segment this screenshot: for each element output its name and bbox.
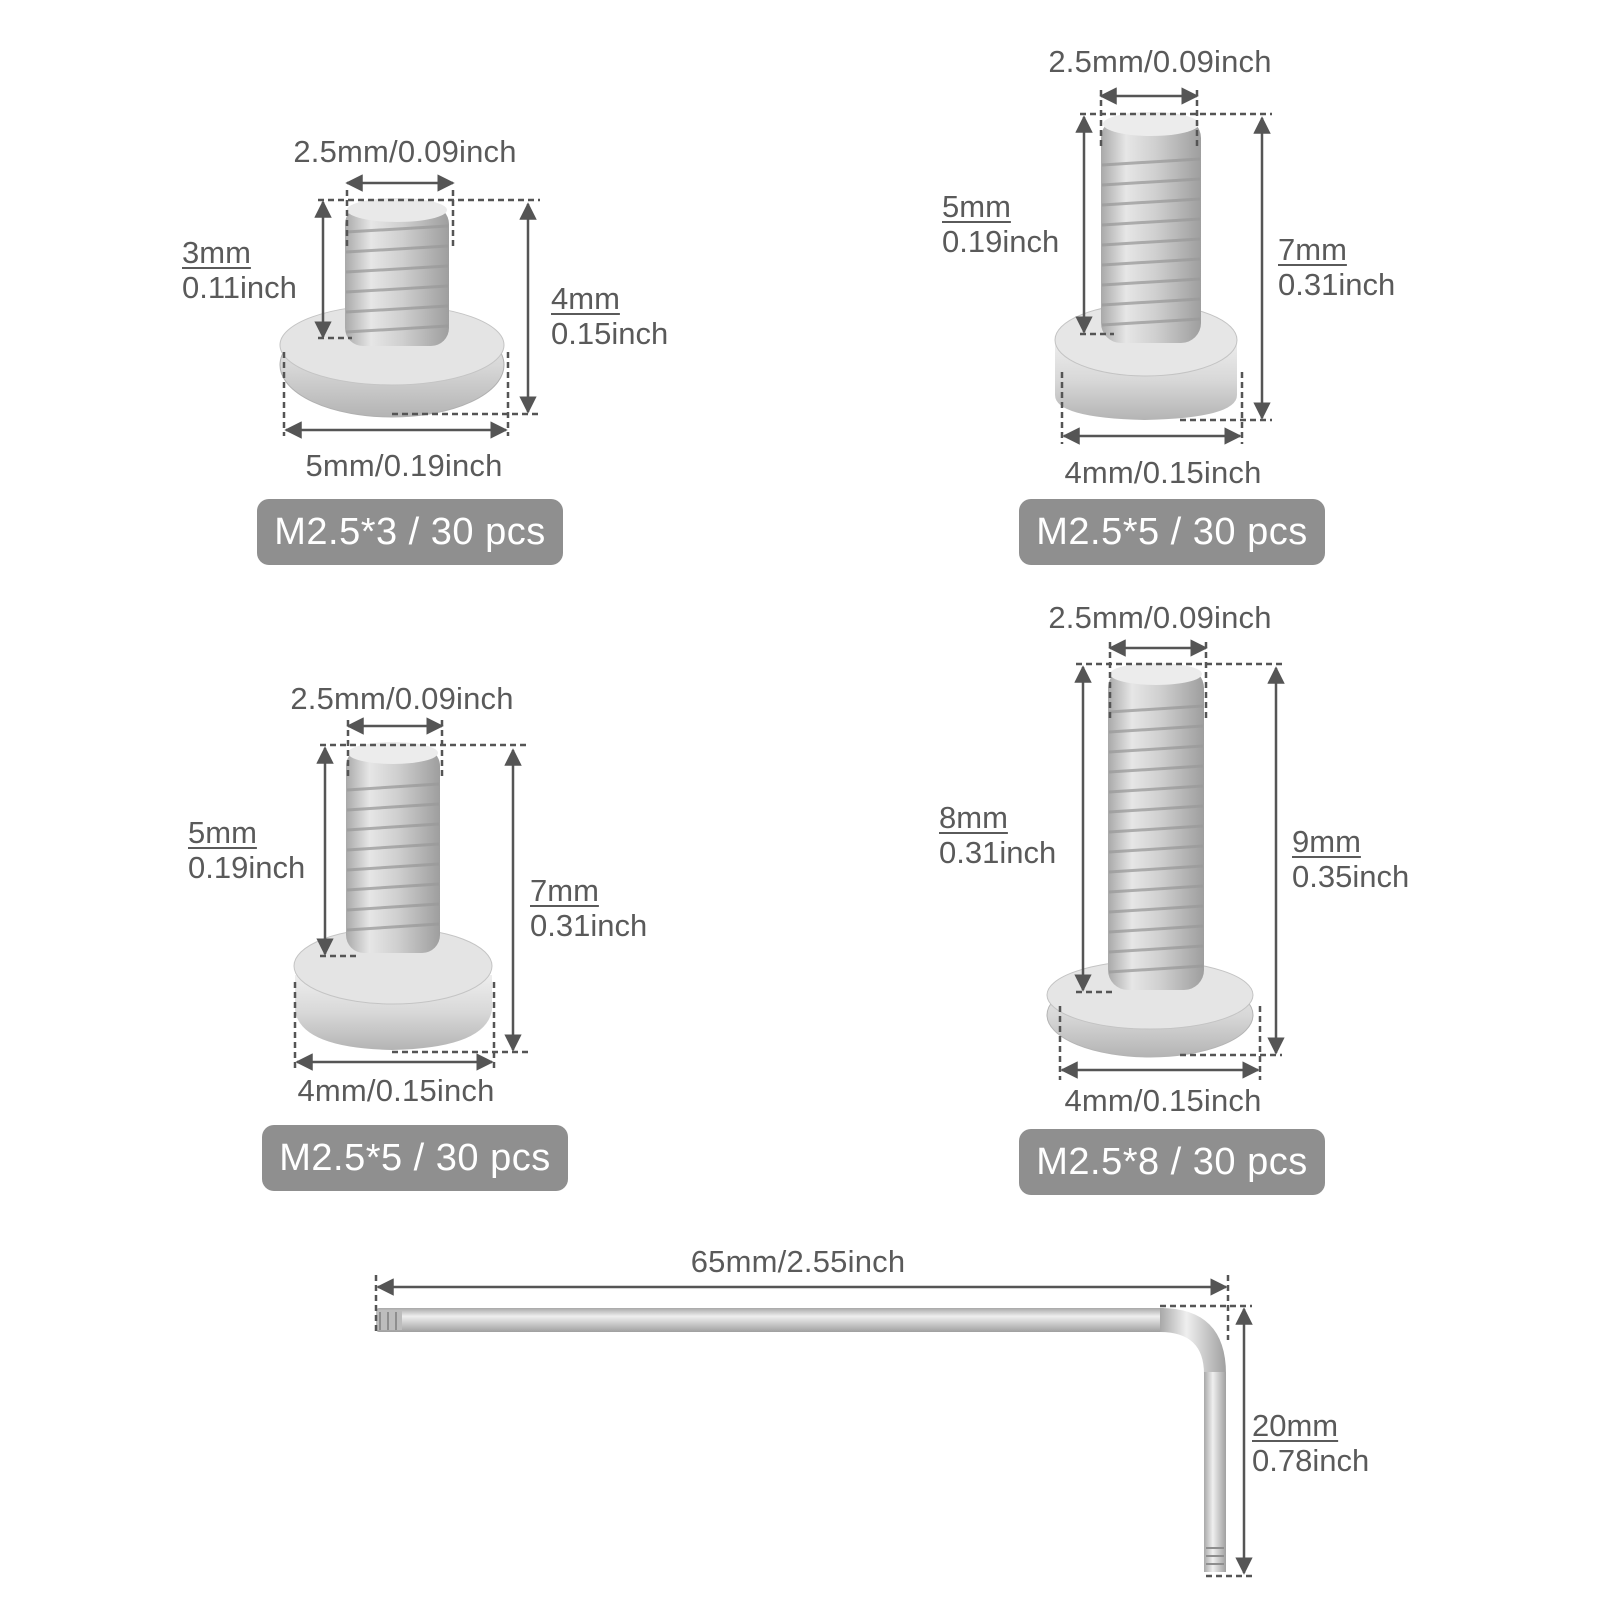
screw-1-total-length-label: 4mm 0.15inch [551, 281, 668, 351]
wrench-short-arm-inch: 0.78inch [1252, 1443, 1370, 1478]
screw-2-total-length-label: 7mm 0.31inch [1278, 232, 1395, 302]
screw-1-badge: M2.5*3 / 30 pcs [257, 499, 563, 565]
wrench-dimension-lines [374, 1275, 1253, 1578]
screw-2-total-length-mm: 7mm [1278, 232, 1347, 267]
screw-1-thread-length-inch: 0.11inch [182, 270, 297, 305]
screw-3-total-length-inch: 0.31inch [530, 908, 648, 943]
wrench-long-arm-label: 65mm/2.55inch [690, 1244, 906, 1279]
screw-4-total-length-inch: 0.35inch [1292, 859, 1410, 894]
screw-1-thread-length-mm: 3mm [182, 235, 251, 270]
screw-2-thread-width-label: 2.5mm/0.09inch [1048, 44, 1272, 79]
screw-4-head-width-label: 4mm/0.15inch [1064, 1083, 1262, 1118]
screw-1-thread-length-label: 3mm 0.11inch [182, 235, 297, 305]
screw-1-head-width-label: 5mm/0.19inch [305, 448, 503, 483]
screw-4-thread-length-inch: 0.31inch [939, 835, 1057, 870]
screw-3-total-length-label: 7mm 0.31inch [530, 873, 647, 943]
screw-3-head-width-label: 4mm/0.15inch [297, 1073, 495, 1108]
screw-1-image [279, 198, 505, 418]
screw-4-thread-length-mm: 8mm [939, 800, 1008, 835]
screw-2-thread-length-label: 5mm 0.19inch [942, 189, 1059, 259]
screw-2-dimension-lines [1060, 87, 1272, 445]
screw-3-thread-length-mm: 5mm [188, 815, 257, 850]
screw-1-dimension-lines [282, 174, 540, 439]
screw-1-total-length-inch: 0.15inch [551, 316, 669, 351]
screw-4-total-length-mm: 9mm [1292, 824, 1361, 859]
screw-3-badge: M2.5*5 / 30 pcs [262, 1125, 568, 1191]
screw-4-thread-length-label: 8mm 0.31inch [939, 800, 1056, 870]
screw-3-thread-length-label: 5mm 0.19inch [188, 815, 305, 885]
screw-2-thread-length-inch: 0.19inch [942, 224, 1060, 259]
screw-4-image [1046, 663, 1254, 1058]
screw-2-head-width-label: 4mm/0.15inch [1064, 455, 1262, 490]
screw-2-total-length-inch: 0.31inch [1278, 267, 1396, 302]
screw-2-thread-length-mm: 5mm [942, 189, 1011, 224]
screw-3-image [293, 742, 493, 1050]
torx-wrench-image [376, 1308, 1226, 1572]
screw-3-total-length-mm: 7mm [530, 873, 599, 908]
screw-1-thread-width-label: 2.5mm/0.09inch [293, 134, 517, 169]
screw-3-dimension-lines [293, 717, 528, 1071]
screw-4-thread-width-label: 2.5mm/0.09inch [1048, 600, 1272, 635]
screw-3-thread-length-inch: 0.19inch [188, 850, 306, 885]
screw-3-thread-width-label: 2.5mm/0.09inch [290, 681, 514, 716]
screw-4-total-length-label: 9mm 0.35inch [1292, 824, 1409, 894]
screw-1-total-length-mm: 4mm [551, 281, 620, 316]
wrench-short-arm-label: 20mm 0.78inch [1252, 1408, 1369, 1478]
screw-4-badge: M2.5*8 / 30 pcs [1019, 1129, 1325, 1195]
screw-2-badge: M2.5*5 / 30 pcs [1019, 499, 1325, 565]
wrench-short-arm-mm: 20mm [1252, 1408, 1339, 1443]
screw-4-dimension-lines [1058, 639, 1285, 1080]
screw-2-image [1054, 112, 1238, 420]
